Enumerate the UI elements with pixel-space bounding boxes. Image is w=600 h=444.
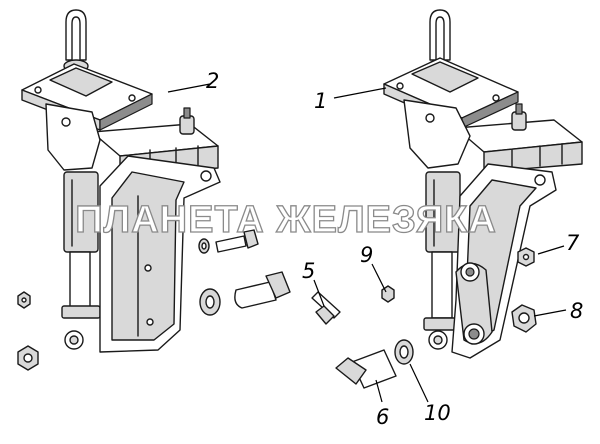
callout-10: 10 [424, 401, 451, 425]
bolt-6 [335, 349, 397, 389]
right-shock-absorber [423, 171, 463, 350]
callout-9: 9 [360, 243, 373, 267]
nut-7 [517, 247, 535, 267]
callout-7: 7 [566, 231, 580, 255]
right-upper-housing [403, 99, 471, 169]
bolt-5 [311, 291, 341, 325]
right-housing-bolt-head [425, 113, 435, 123]
watermark-text: ПЛАНЕТА ЖЕЛЕЗЯКА [75, 199, 497, 241]
left-housing-bolt-head [61, 117, 71, 127]
middle-small-washer [198, 238, 210, 254]
middle-large-bolt [234, 271, 291, 309]
middle-large-washer [199, 288, 221, 316]
leader-lines [167, 83, 567, 403]
callout-1: 1 [314, 89, 327, 113]
callout-2: 2 [206, 69, 219, 93]
callout-8: 8 [570, 299, 583, 323]
left-upper-housing [45, 103, 101, 171]
left-large-nut [17, 345, 39, 371]
left-shock-absorber [61, 171, 101, 350]
callout-5: 5 [302, 259, 315, 283]
washer-10 [394, 339, 414, 365]
nut-8 [511, 304, 537, 333]
right-side-bracket [451, 163, 557, 359]
right-rocker-arm [455, 103, 583, 173]
middle-long-bolt [215, 229, 259, 253]
callout-6: 6 [376, 405, 389, 429]
left-cab-support-assembly [21, 9, 221, 353]
right-cab-support-assembly [383, 9, 583, 359]
left-side-bracket [99, 155, 221, 353]
left-small-nut [17, 291, 31, 309]
left-lifting-eye [63, 9, 89, 73]
